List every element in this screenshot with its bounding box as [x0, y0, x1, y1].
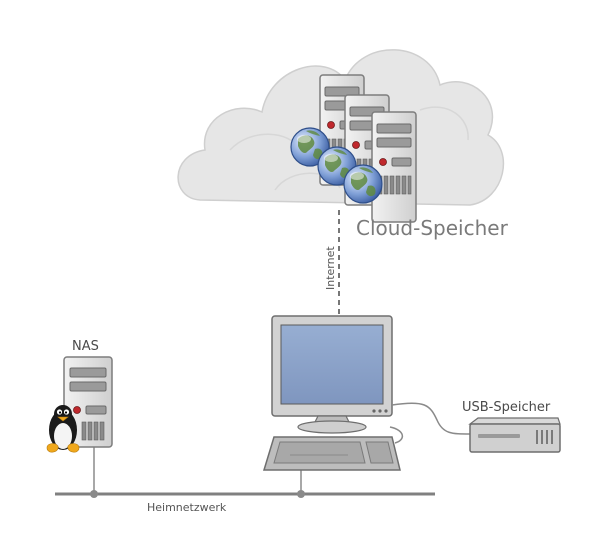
monitor-icon — [271, 315, 393, 434]
keyboard-cable — [389, 426, 403, 444]
usb-storage-label: USB-Speicher — [462, 400, 551, 415]
internet-label: Internet — [324, 246, 337, 290]
usb-cable — [391, 402, 471, 435]
cloud-storage-label: Cloud-Speicher — [356, 216, 509, 240]
nas-network-node — [90, 490, 98, 498]
tux-icon — [46, 405, 80, 453]
globe-icon — [343, 164, 383, 204]
external-drive-icon — [468, 417, 561, 453]
home-network-label: Heimnetzwerk — [147, 501, 227, 514]
keyboard-icon — [262, 436, 401, 471]
nas-label: NAS — [72, 339, 99, 354]
server-icon — [371, 111, 417, 223]
pc-network-node — [297, 490, 305, 498]
